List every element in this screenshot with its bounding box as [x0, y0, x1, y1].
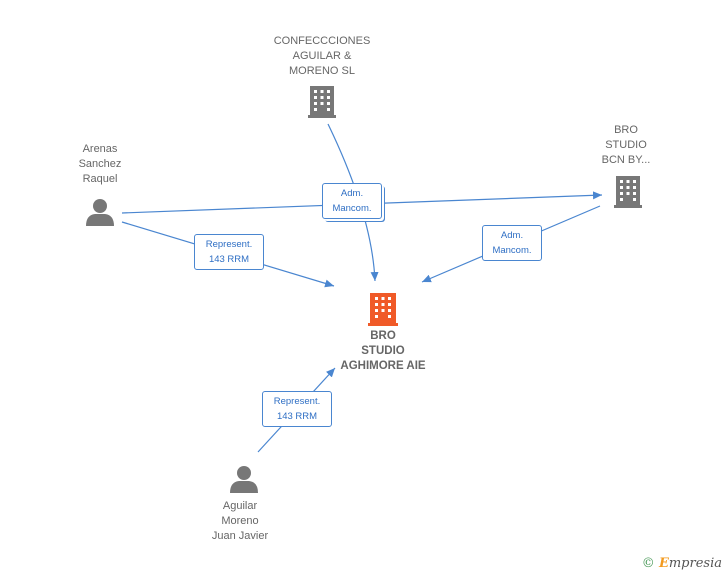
building-icon[interactable] [308, 86, 336, 118]
node-label-aguilar[interactable]: Aguilar Moreno Juan Javier [211, 500, 269, 542]
building-icon[interactable] [614, 176, 642, 208]
person-icon[interactable] [230, 466, 258, 493]
edge-label-adm-mancom[interactable]: Adm. Mancom. [322, 183, 382, 219]
brand-logo: Empresia [658, 556, 722, 571]
copyright-footer: © Empresia [642, 556, 722, 571]
edge-label-adm-mancom[interactable]: Adm. Mancom. [482, 225, 542, 261]
copyright-symbol: © [641, 556, 655, 571]
building-icon[interactable] [368, 293, 398, 326]
person-icon[interactable] [86, 199, 114, 226]
node-label-bro-bcn[interactable]: BRO STUDIO BCN BY... [601, 124, 651, 166]
edge-label-represent[interactable]: Represent. 143 RRM [262, 391, 332, 427]
node-label-arenas[interactable]: Arenas Sanchez Raquel [78, 143, 122, 185]
edge-label-represent[interactable]: Represent. 143 RRM [194, 234, 264, 270]
node-label-bro-aghimore[interactable]: BRO STUDIO AGHIMORE AIE [340, 330, 426, 372]
node-label-confecciones[interactable]: CONFECCCIONES AGUILAR & MORENO SL [273, 35, 371, 77]
